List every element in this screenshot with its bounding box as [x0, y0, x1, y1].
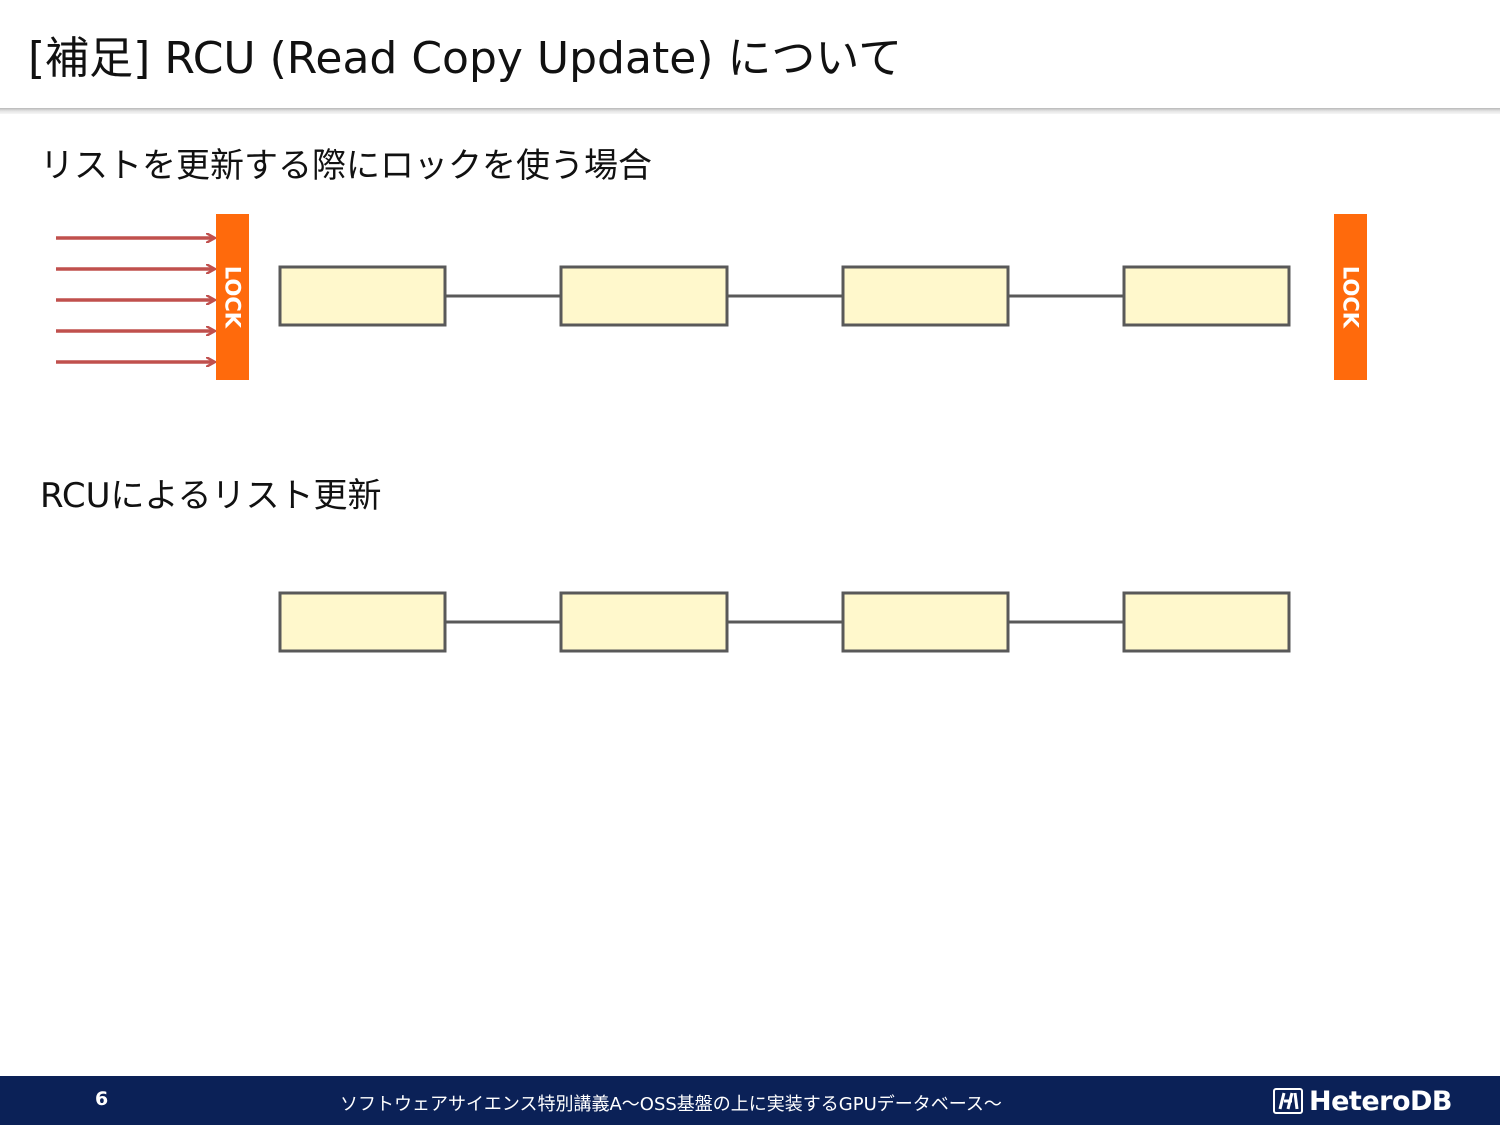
section-heading-rcu: RCUによるリスト更新	[40, 476, 382, 516]
slide-title: [補足] RCU (Read Copy Update) について	[28, 33, 903, 84]
list-node	[278, 265, 447, 327]
title-divider	[0, 108, 1500, 114]
list-node	[841, 591, 1010, 653]
lock-label: LOCK	[221, 266, 245, 329]
locked-list	[278, 265, 1291, 327]
footer-bar: 6 ソフトウェアサイエンス特別講義A～OSS基盤の上に実装するGPUデータベース…	[0, 1076, 1500, 1125]
heterodb-logo-icon	[1273, 1088, 1303, 1114]
list-node	[559, 591, 729, 653]
rcu-list	[278, 591, 1291, 653]
list-diagram: LOCK LOCK	[56, 214, 1367, 653]
heterodb-logo: HeteroDB	[1273, 1085, 1452, 1117]
list-node	[278, 591, 447, 653]
footer-lecture-title: ソフトウェアサイエンス特別講義A～OSS基盤の上に実装するGPUデータベース～	[340, 1094, 1002, 1115]
list-node	[841, 265, 1010, 327]
lock-bar-right: LOCK	[1334, 214, 1367, 380]
lock-bar-left: LOCK	[216, 214, 249, 380]
reader-arrows	[56, 238, 214, 362]
lock-label: LOCK	[1339, 266, 1363, 329]
list-node	[1122, 265, 1291, 327]
page-number: 6	[95, 1088, 109, 1110]
list-node	[559, 265, 729, 327]
section-heading-lock: リストを更新する際にロックを使う場合	[40, 146, 652, 186]
logo-text: HeteroDB	[1309, 1085, 1452, 1117]
list-node	[1122, 591, 1291, 653]
